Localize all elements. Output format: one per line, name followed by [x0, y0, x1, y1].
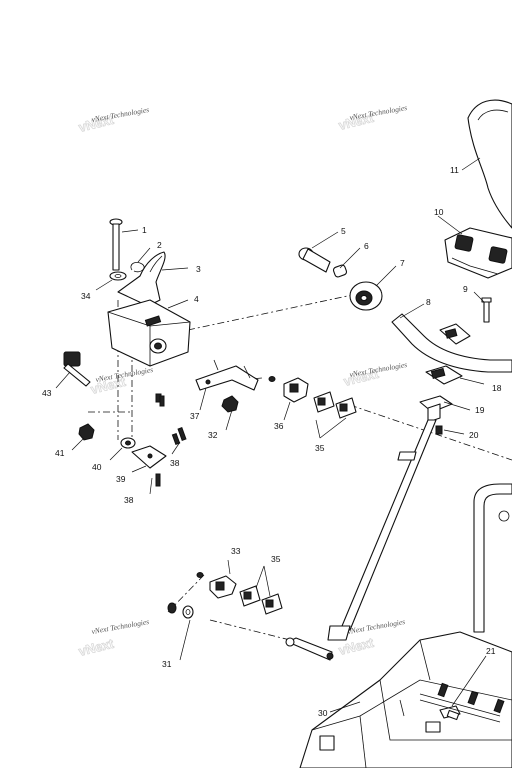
callout-8: 8 [426, 297, 431, 307]
clip-part-2 [130, 262, 145, 273]
callout-36: 36 [274, 421, 284, 431]
bolt-part-1 [109, 218, 123, 271]
callout-4: 4 [194, 294, 199, 304]
frame-loop [473, 483, 512, 633]
nut-part-32 [221, 395, 239, 413]
clamp-part-36 [268, 376, 309, 403]
callout-30: 30 [318, 708, 328, 718]
washers-part-31 [167, 602, 194, 619]
callout-31: 31 [162, 659, 172, 669]
handlebar-clamp-part-18 [425, 323, 471, 385]
callout-38-upper: 38 [170, 458, 180, 468]
svg-text:vNext Technologies: vNext Technologies [349, 103, 408, 122]
callout-40: 40 [92, 462, 102, 472]
callout-9: 9 [463, 284, 468, 294]
svg-text:vNext Technologies: vNext Technologies [347, 617, 406, 636]
callout-37: 37 [190, 411, 200, 421]
bushing-part-6 [332, 264, 348, 278]
bracket-part-37 [195, 359, 259, 391]
pitman-arm-part-30 [285, 637, 334, 661]
callout-32: 32 [208, 430, 218, 440]
leader-lines [55, 157, 487, 713]
callout-35-lower: 35 [271, 554, 281, 564]
watermark-5: vNext vNext Technologies [77, 617, 150, 659]
callout-38-lower: 38 [124, 495, 134, 505]
plate-part-39 [131, 445, 167, 469]
clamp-part-33 [196, 572, 237, 599]
screw-part-20 [435, 425, 443, 435]
callout-41: 41 [55, 448, 65, 458]
callout-labels: 1 2 3 4 5 6 7 8 9 10 11 18 19 20 21 30 3… [42, 165, 502, 718]
callout-43: 43 [42, 388, 52, 398]
washer-part-40 [120, 437, 136, 449]
svg-text:vNext Technologies: vNext Technologies [91, 105, 150, 124]
callout-19: 19 [475, 405, 485, 415]
callout-6: 6 [364, 241, 369, 251]
callout-20: 20 [469, 430, 479, 440]
bolt-part-21 [446, 709, 460, 721]
callout-18: 18 [492, 383, 502, 393]
svg-text:vNext Technologies: vNext Technologies [91, 617, 150, 636]
clamp-pair-part-35-upper [313, 391, 357, 419]
steering-post-tube [327, 419, 437, 641]
callout-1: 1 [142, 225, 147, 235]
gauge-bracket-part [444, 227, 512, 279]
steering-post-top-part-19 [419, 395, 453, 423]
callout-39: 39 [116, 474, 126, 484]
callout-34: 34 [81, 291, 91, 301]
clamp-pair-part-35-lower [239, 585, 283, 615]
windshield-part [467, 99, 512, 229]
bolt-part-5 [298, 247, 331, 273]
callout-2: 2 [157, 240, 162, 250]
callout-3: 3 [196, 264, 201, 274]
callout-10: 10 [434, 207, 444, 217]
callout-5: 5 [341, 226, 346, 236]
callout-7: 7 [400, 258, 405, 268]
nut-part-41 [78, 423, 95, 441]
chassis-part [299, 631, 512, 768]
callout-35-upper: 35 [315, 443, 325, 453]
lever-part-3 [117, 251, 166, 307]
callout-11: 11 [450, 165, 459, 175]
watermark-3: vNext vNext Technologies [89, 365, 154, 397]
screws-part-38 [155, 395, 187, 487]
throttle-housing-part-4 [107, 299, 191, 367]
callout-33: 33 [231, 546, 241, 556]
watermark-4: vNext vNext Technologies [342, 360, 408, 389]
watermark-1: vNext vNext Technologies [77, 105, 150, 135]
thumb-lever-part-43 [63, 351, 91, 387]
grip-end-part-7 [349, 281, 383, 311]
callout-21: 21 [486, 646, 496, 656]
svg-text:vNext: vNext [77, 636, 116, 659]
handlebar-part-8 [391, 313, 512, 373]
watermark-2: vNext vNext Technologies [337, 103, 408, 133]
washer-part-34 [109, 271, 127, 281]
